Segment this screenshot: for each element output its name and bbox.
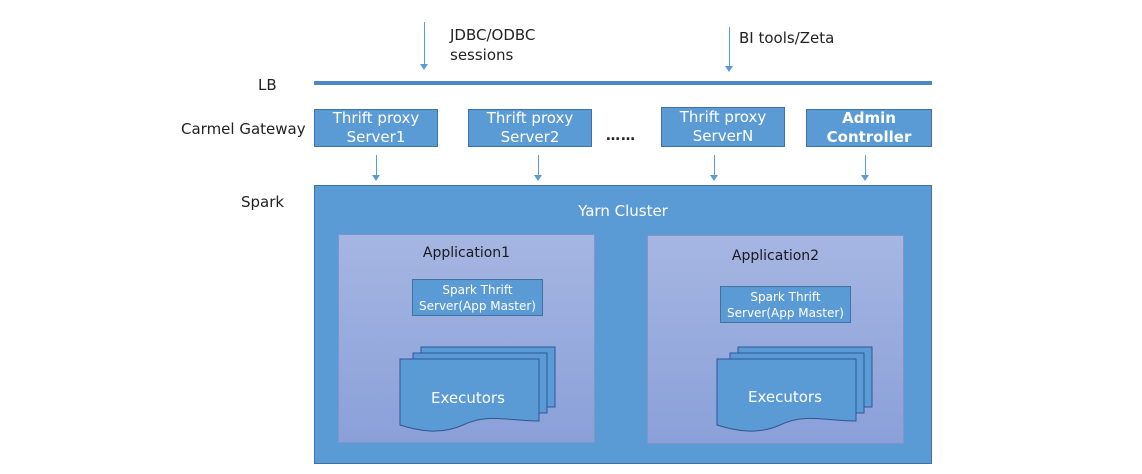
thrift-proxy-servern-line1: Thrift proxy <box>679 108 767 126</box>
jdbc-odbc-label: JDBC/ODBC sessions <box>450 25 535 65</box>
admin-arrowhead <box>861 175 869 181</box>
thrift-proxy-server1-line1: Thrift proxy <box>332 109 420 127</box>
thrift-proxy-servern-line2: ServerN <box>692 127 754 145</box>
admin-controller-line2: Controller <box>826 128 912 146</box>
executors-stack-1 <box>399 346 556 432</box>
executor-sheet-front <box>399 358 540 432</box>
load-balancer-bar <box>314 81 932 85</box>
proxy2-arrowhead <box>534 175 542 181</box>
proxyn-arrow <box>714 155 715 175</box>
thrift-proxy-server1-line2: Server1 <box>346 128 406 146</box>
spark-thrift-server-2-line1: Spark Thrift <box>750 289 821 304</box>
thrift-proxy-server1: Thrift proxy Server1 <box>314 109 438 147</box>
application-1: Application1 Spark Thrift Server(App Mas… <box>338 234 595 443</box>
spark-thrift-server-2: Spark Thrift Server(App Master) <box>720 286 851 323</box>
executors-stack-2 <box>716 346 873 432</box>
yarn-cluster-title: Yarn Cluster <box>578 202 668 220</box>
thrift-proxy-server2: Thrift proxy Server2 <box>468 109 592 147</box>
bi-tools-label: BI tools/Zeta <box>739 29 835 47</box>
bi-arrowhead <box>725 66 733 72</box>
layer-label-spark: Spark <box>241 193 285 211</box>
proxy1-arrow <box>376 155 377 175</box>
executor-sheet-front <box>716 358 857 432</box>
proxy-ellipsis: …… <box>606 128 636 144</box>
bi-arrow <box>729 27 730 66</box>
jdbc-arrowhead <box>420 64 428 70</box>
layer-label-lb: LB <box>258 76 277 94</box>
spark-thrift-server-2-line2: Server(App Master) <box>727 305 844 320</box>
thrift-proxy-server2-line2: Server2 <box>500 128 560 146</box>
proxy2-arrow <box>538 155 539 175</box>
layer-label-gateway: Carmel Gateway <box>181 120 306 138</box>
jdbc-odbc-line2: sessions <box>450 46 514 64</box>
admin-controller: Admin Controller <box>806 109 932 147</box>
admin-controller-line1: Admin <box>842 109 896 127</box>
executors-label-1: Executors <box>431 389 505 407</box>
jdbc-odbc-line1: JDBC/ODBC <box>450 26 536 44</box>
proxyn-arrowhead <box>710 175 718 181</box>
spark-thrift-server-1-line2: Server(App Master) <box>419 298 536 313</box>
application-2-title: Application2 <box>731 248 820 264</box>
executors-label-2: Executors <box>748 388 822 406</box>
thrift-proxy-server2-line1: Thrift proxy <box>486 109 574 127</box>
jdbc-arrow <box>424 22 425 64</box>
spark-thrift-server-1-line1: Spark Thrift <box>442 282 513 297</box>
application-1-title: Application1 <box>422 245 511 261</box>
proxy1-arrowhead <box>372 175 380 181</box>
thrift-proxy-servern: Thrift proxy ServerN <box>661 107 785 147</box>
application-2: Application2 Spark Thrift Server(App Mas… <box>647 235 904 444</box>
spark-thrift-server-1: Spark Thrift Server(App Master) <box>412 279 543 316</box>
yarn-cluster: Yarn Cluster Application1 Spark Thrift S… <box>314 185 932 464</box>
admin-arrow <box>865 155 866 175</box>
